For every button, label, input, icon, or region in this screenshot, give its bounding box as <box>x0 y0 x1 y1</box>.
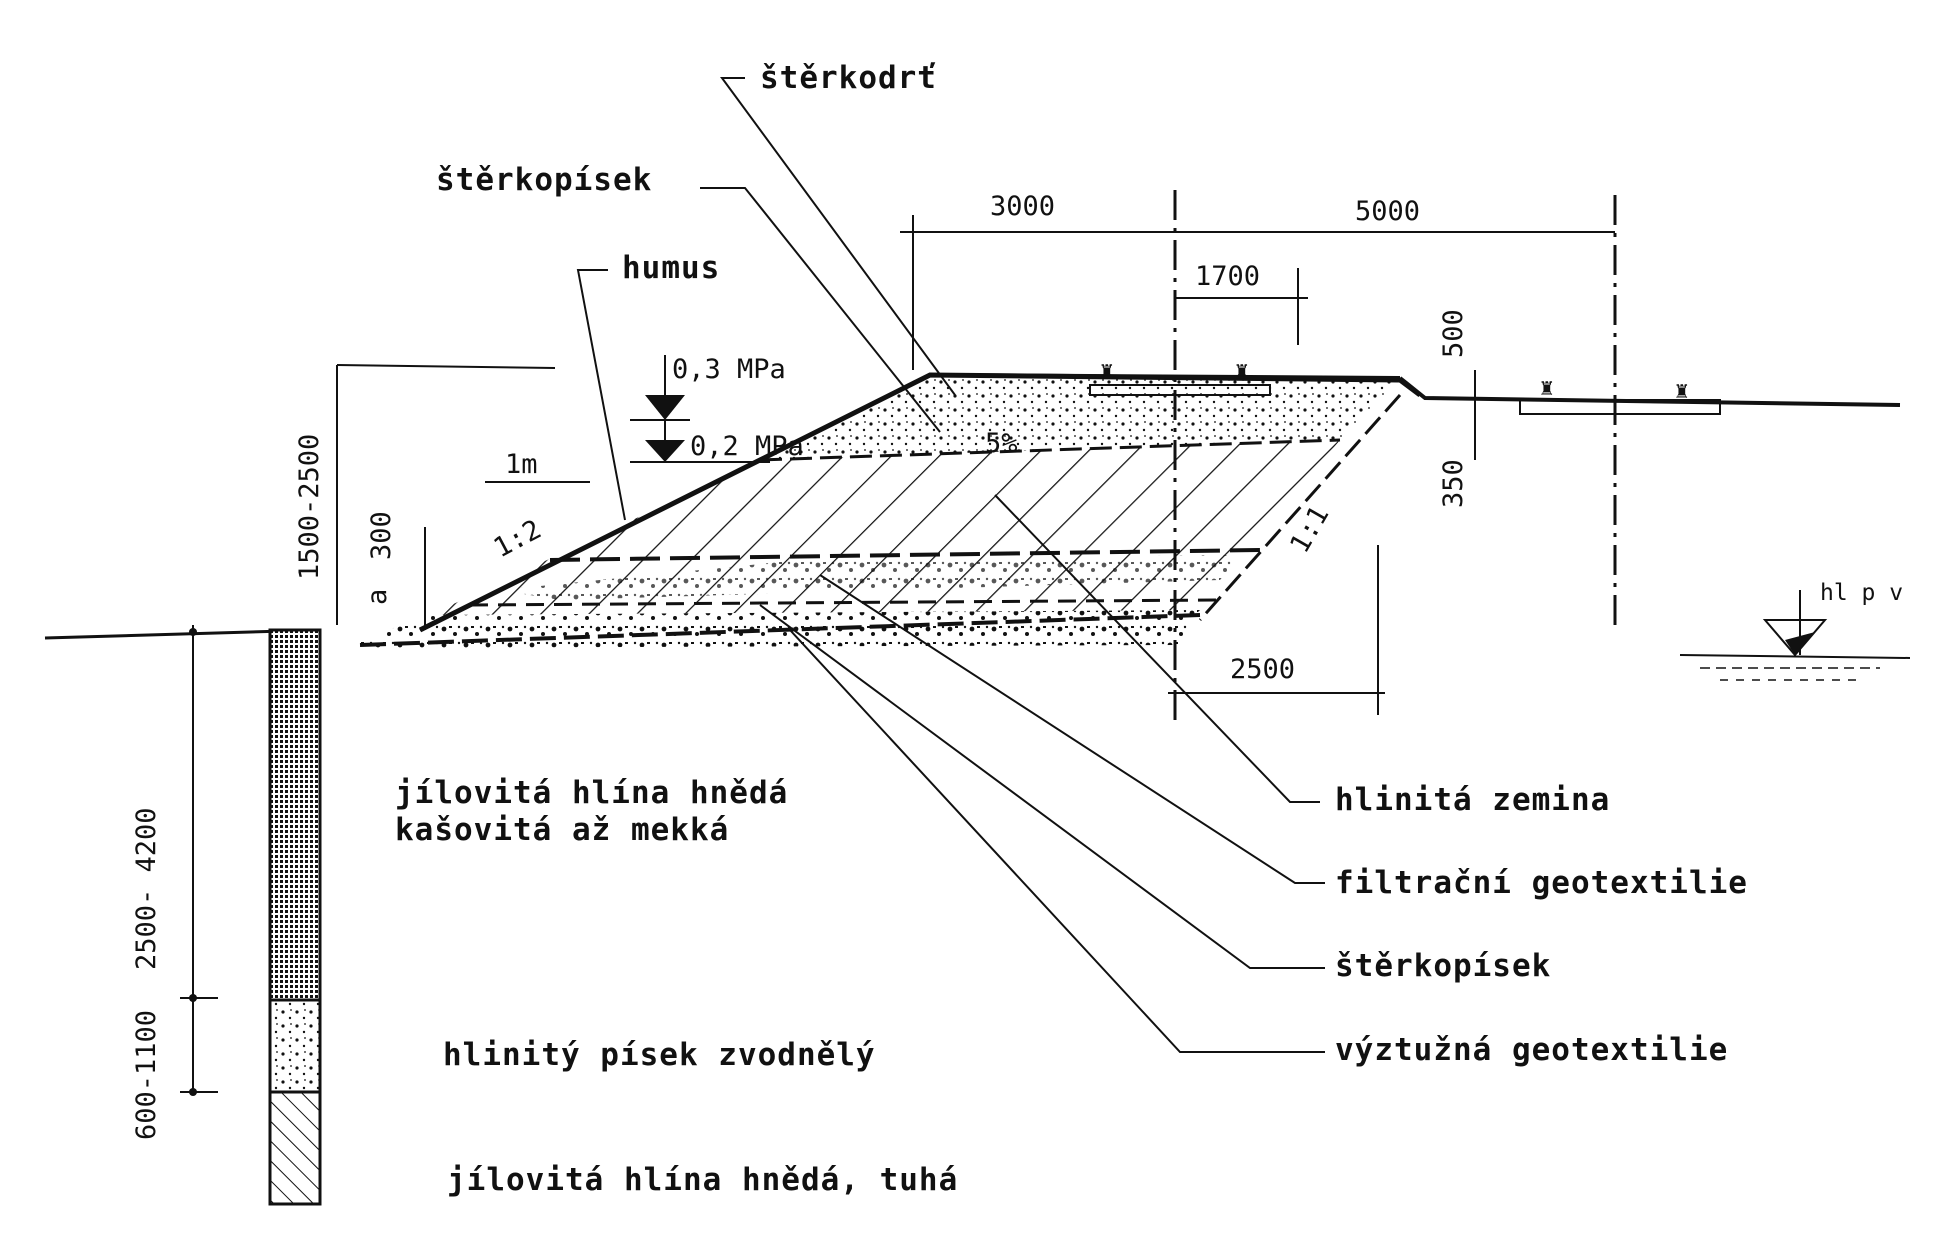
label-humus: humus <box>622 250 720 286</box>
embankment-slope-right <box>1198 394 1402 621</box>
label-soil-layer-2: hlinitý písek zvodnělý <box>443 1037 876 1073</box>
pressure-arrow-bottom <box>645 440 685 462</box>
borehole-layer-clay <box>268 628 322 1002</box>
slope-1-2: 1:2 <box>489 514 547 564</box>
dim-350: 350 <box>1438 459 1469 508</box>
label-sterkodrt: štěrkodrť <box>760 60 937 96</box>
leader-filtracni <box>819 574 1325 884</box>
rail-mark-3: ♜ <box>1540 375 1554 401</box>
label-water-level: hl p v <box>1820 580 1903 606</box>
pressure-top-label: 0,3 MPa <box>672 354 786 385</box>
label-sterkopisek-top: štěrkopísek <box>436 162 652 198</box>
rail-mark-2: ♜ <box>1235 358 1249 384</box>
right-ground-line <box>1398 376 1901 407</box>
grade-5pct: 5% <box>985 428 1018 459</box>
sand-inner-band <box>500 555 1240 600</box>
dim-1m: 1m <box>505 449 538 480</box>
dim-3000: 3000 <box>990 191 1055 222</box>
leader-sterkodrt <box>720 77 956 396</box>
bore-dim-600-1100: 600-1100 <box>131 1010 162 1140</box>
leader-humus <box>576 269 626 521</box>
label-soil-layer-1-line2: kašovitá až mekká <box>395 812 729 848</box>
dim-a: a <box>362 589 393 605</box>
borehole-layer-sand <box>268 998 322 1094</box>
bore-dim-dot-2 <box>189 994 197 1002</box>
label-soil-layer-1-line1: jílovitá hlína hnědá <box>395 775 788 811</box>
road-surface <box>929 373 1401 380</box>
borehole-layer-stiff-clay <box>268 1090 322 1206</box>
dim-500: 500 <box>1438 309 1469 358</box>
leader-sterkopisek-top <box>700 187 941 433</box>
label-filtracni-geotextilie: filtrační geotextilie <box>1335 865 1748 901</box>
dim-2500: 2500 <box>1230 654 1295 685</box>
geotextile-lower <box>469 598 1221 607</box>
leader-sterkopisek-bottom <box>759 604 1325 969</box>
gravel-top-layer <box>760 375 1400 460</box>
leader-vyztuzna <box>789 629 1325 1053</box>
dim-300: 300 <box>366 511 397 560</box>
bore-dim-dot-1 <box>189 628 197 636</box>
pressure-bottom-label: 0,2 MPa <box>690 431 804 462</box>
dim-1700: 1700 <box>1195 261 1260 292</box>
label-sterkopisek-bottom: štěrkopísek <box>1335 948 1551 984</box>
dim-1500-2500: 1500-2500 <box>294 434 325 580</box>
label-vyztuzna-geotextilie: výztužná geotextilie <box>1335 1032 1728 1068</box>
leader-hlinita-zemina <box>994 494 1320 803</box>
rail-mark-1: ♜ <box>1100 358 1114 384</box>
embankment-base <box>359 613 1201 647</box>
dim-5000: 5000 <box>1355 196 1420 227</box>
pressure-arrow-top <box>645 395 685 420</box>
rail-sleeper-1 <box>1089 384 1271 396</box>
bore-dim-2500-4200: 2500- 4200 <box>131 807 162 970</box>
label-soil-layer-3: jílovitá hlína hnědá, tuhá <box>447 1162 958 1198</box>
slope-1-1: 1:1 <box>1284 501 1335 559</box>
label-hlinita-zemina: hlinitá zemina <box>1335 782 1610 818</box>
dim-1500-top-ext <box>336 364 556 369</box>
rail-mark-4: ♜ <box>1675 378 1689 404</box>
water-surface-1 <box>1679 654 1911 659</box>
layer-boundary-top <box>759 438 1341 462</box>
bore-dim-dot-3 <box>189 1088 197 1096</box>
